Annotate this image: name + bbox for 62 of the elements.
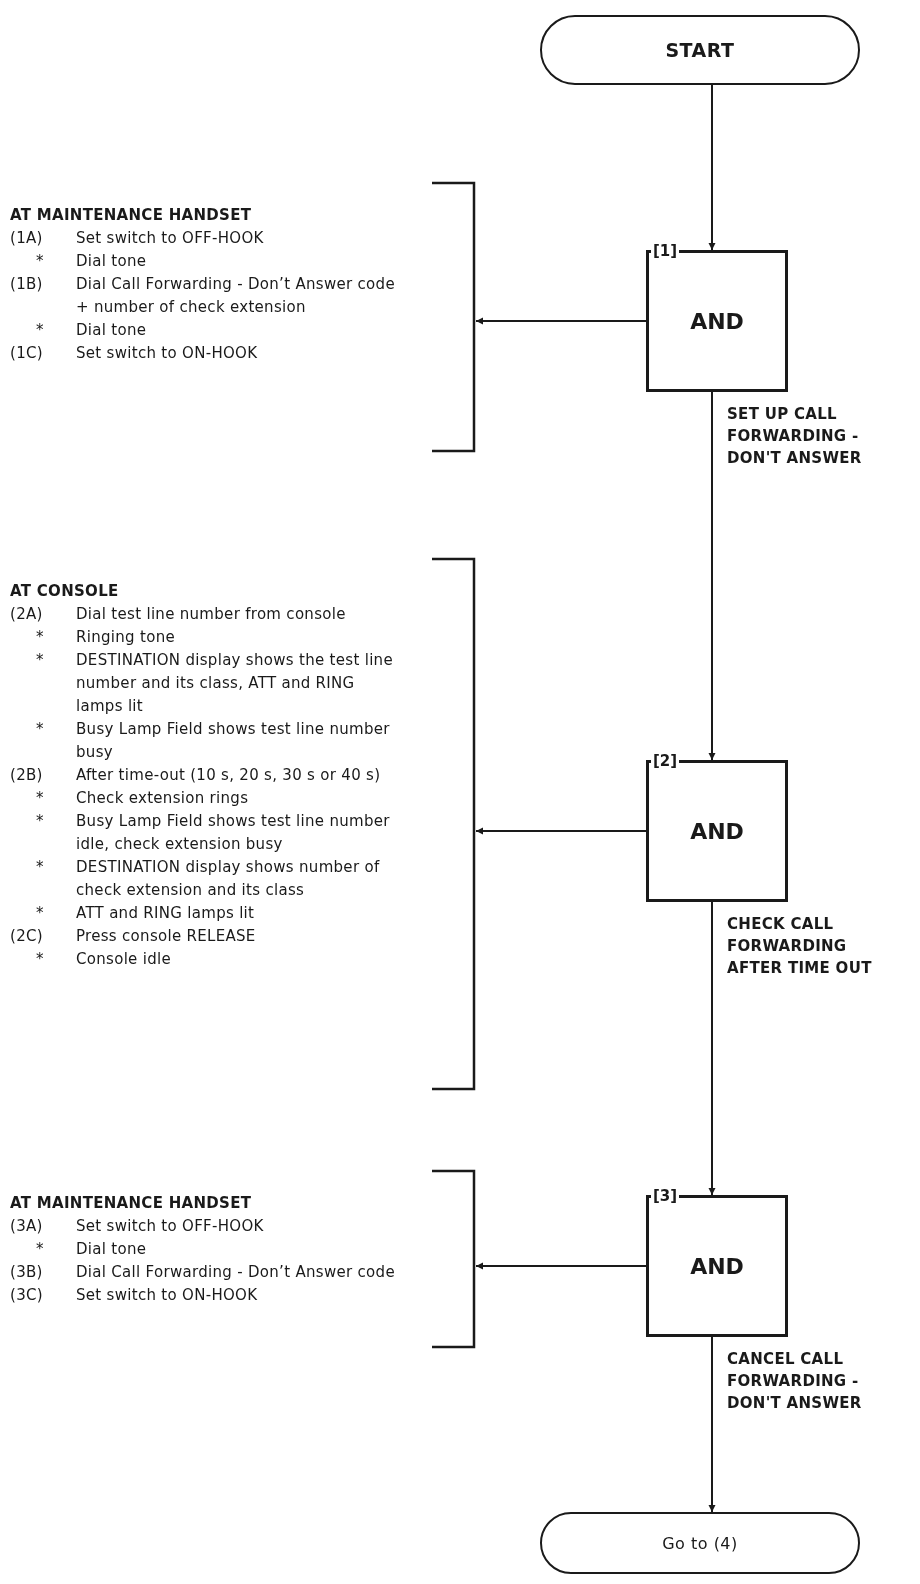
step-caption: CHECK CALL FORWARDING AFTER TIME OUT bbox=[727, 914, 873, 979]
gate-label: AND bbox=[690, 1253, 744, 1279]
step-text: DESTINATION display shows number of check extension and its class bbox=[76, 857, 381, 901]
step-marker: (1C) bbox=[10, 343, 44, 364]
step-text: Press console RELEASE bbox=[76, 926, 257, 947]
step-text: Ringing tone bbox=[76, 627, 176, 648]
step-number: [2] bbox=[651, 751, 680, 771]
gate-label: AND bbox=[690, 308, 744, 334]
step-text: DESTINATION display shows the test line number and its class, ATT and RING lamps lit bbox=[76, 650, 394, 717]
step-number: [3] bbox=[651, 1186, 680, 1206]
step-marker: * bbox=[35, 1239, 45, 1260]
terminator-label: START bbox=[665, 39, 735, 61]
step-marker: * bbox=[35, 857, 45, 878]
step-marker: * bbox=[35, 251, 45, 272]
step-marker: * bbox=[35, 788, 45, 809]
step-marker: (3B) bbox=[10, 1262, 44, 1283]
terminator-label: Go to (4) bbox=[662, 1533, 738, 1553]
step-text: Set switch to OFF-HOOK bbox=[76, 1216, 265, 1237]
step-text: Dial tone bbox=[76, 1239, 148, 1260]
gate-label: AND bbox=[690, 818, 744, 844]
step-caption: CANCEL CALL FORWARDING - DON'T ANSWER bbox=[727, 1349, 863, 1414]
step-caption: SET UP CALL FORWARDING - DON'T ANSWER bbox=[727, 404, 863, 469]
arrow bbox=[708, 391, 716, 761]
step-marker: (1B) bbox=[10, 274, 44, 295]
arrow bbox=[708, 84, 716, 251]
step-marker: * bbox=[35, 627, 45, 648]
step-text: Dial tone bbox=[76, 251, 148, 272]
step-marker: (2B) bbox=[10, 765, 44, 786]
step-marker: * bbox=[35, 719, 45, 740]
step-marker: (2C) bbox=[10, 926, 44, 947]
step-text: After time-out (10 s, 20 s, 30 s or 40 s) bbox=[76, 765, 382, 786]
step-marker: (2A) bbox=[10, 604, 44, 625]
step-marker: * bbox=[35, 903, 45, 924]
step-marker: (1A) bbox=[10, 228, 44, 249]
step-text: ATT and RING lamps lit bbox=[76, 903, 256, 924]
arrow bbox=[475, 1262, 647, 1270]
section-heading: AT MAINTENANCE HANDSET bbox=[10, 1193, 253, 1214]
step-text: Dial Call Forwarding - Don’t Answer code + number of check extension bbox=[76, 274, 396, 318]
section-heading: AT CONSOLE bbox=[10, 581, 120, 602]
step-text: Dial test line number from console bbox=[76, 604, 347, 625]
arrow bbox=[475, 317, 647, 325]
step-marker: * bbox=[35, 811, 45, 832]
step-text: Dial tone bbox=[76, 320, 148, 341]
step-text: Busy Lamp Field shows test line number busy bbox=[76, 719, 391, 763]
step-text: Dial Call Forwarding - Don’t Answer code bbox=[76, 1262, 396, 1283]
step-marker: (3A) bbox=[10, 1216, 44, 1237]
step-text: Set switch to OFF-HOOK bbox=[76, 228, 265, 249]
step-marker: * bbox=[35, 650, 45, 671]
step-text: Set switch to ON-HOOK bbox=[76, 343, 259, 364]
arrow bbox=[708, 1336, 716, 1513]
section-heading: AT MAINTENANCE HANDSET bbox=[10, 205, 253, 226]
step-text: Console idle bbox=[76, 949, 172, 970]
arrow bbox=[708, 901, 716, 1196]
arrow bbox=[475, 827, 647, 835]
step-marker: * bbox=[35, 949, 45, 970]
step-marker: * bbox=[35, 320, 45, 341]
step-text: Check extension rings bbox=[76, 788, 250, 809]
terminator bbox=[540, 1512, 860, 1574]
step-marker: (3C) bbox=[10, 1285, 44, 1306]
step-text: Set switch to ON-HOOK bbox=[76, 1285, 259, 1306]
step-text: Busy Lamp Field shows test line number idle, check extension busy bbox=[76, 811, 391, 855]
step-number: [1] bbox=[651, 241, 680, 261]
